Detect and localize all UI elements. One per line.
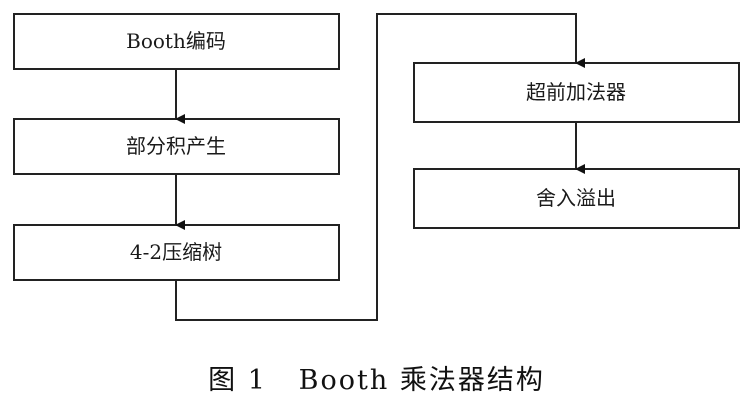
box-round-overflow: 舍入溢出 (413, 168, 740, 229)
box-partial-product: 部分积产生 (13, 118, 340, 175)
connector-compress-to-adder (175, 13, 585, 321)
box-booth-encode: Booth编码 (13, 13, 340, 70)
figure-caption: 图 1 Booth 乘法器结构 (208, 365, 545, 396)
box-compress-tree-label: 4-2压缩树 (130, 240, 222, 264)
box-partial-product-label: 部分积产生 (126, 134, 226, 158)
box-adder-label: 超前加法器 (526, 80, 626, 104)
box-round-overflow-label: 舍入溢出 (536, 186, 616, 210)
box-booth-encode-label: Booth编码 (126, 29, 226, 53)
box-compress-tree: 4-2压缩树 (13, 224, 340, 281)
box-adder: 超前加法器 (413, 62, 740, 123)
